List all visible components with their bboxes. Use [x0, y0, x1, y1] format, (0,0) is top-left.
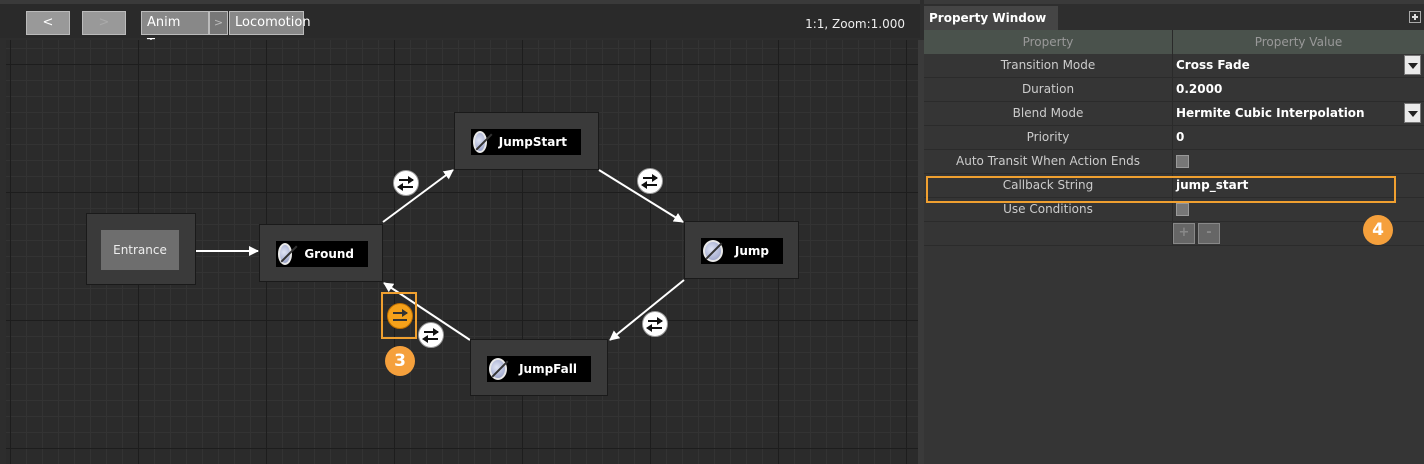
transition-mode-select[interactable]: Cross Fade — [1173, 54, 1424, 77]
property-window: Property Window Property Property Value … — [924, 0, 1424, 464]
state-label: JumpFall — [519, 362, 577, 376]
selected-transition-highlight — [381, 292, 417, 339]
property-name: Priority — [924, 126, 1173, 149]
arrow-tail-icon — [641, 181, 647, 189]
state-label: Ground — [304, 247, 354, 261]
state-header: Jump — [701, 238, 783, 264]
entrance-node[interactable]: Entrance — [86, 213, 196, 285]
state-icon — [473, 131, 487, 153]
state-icon — [703, 240, 723, 262]
priority-field[interactable]: 0 — [1176, 130, 1185, 144]
auto-transit-checkbox[interactable] — [1176, 155, 1189, 168]
arrow-tail-icon — [397, 183, 403, 191]
blend-mode-select[interactable]: Hermite Cubic Interpolation — [1173, 102, 1424, 125]
property-name: Transition Mode — [924, 54, 1173, 77]
state-header: JumpStart — [471, 129, 581, 155]
auto-transit-value — [1173, 150, 1424, 173]
state-icon — [278, 243, 293, 265]
duration-field[interactable]: 0.2000 — [1176, 82, 1223, 96]
property-row-auto-transit[interactable]: Auto Transit When Action Ends — [924, 150, 1424, 174]
state-node-ground[interactable]: Ground — [259, 224, 383, 282]
property-grid: Property Property Value Transition Mode … — [924, 30, 1424, 246]
property-name: Use Conditions — [924, 198, 1173, 221]
graph-editor: < > Anim Tree > Locomotion 1:1, Zoom:1.0… — [0, 0, 920, 464]
selected-transition-icon[interactable] — [387, 303, 413, 329]
condition-buttons: + - — [1173, 222, 1424, 245]
transition-icon-jumpstart-jump[interactable] — [637, 168, 663, 194]
callout-badge-3: 3 — [385, 346, 415, 376]
transition-icon-jumpfall-ground[interactable] — [418, 322, 444, 348]
property-name: Duration — [924, 78, 1173, 101]
arrow-tail-icon — [646, 324, 652, 332]
breadcrumb-separator: > — [209, 11, 228, 35]
state-header: Ground — [276, 241, 368, 267]
transition-icon-ground-jumpstart[interactable] — [393, 170, 419, 196]
property-row-use-conditions[interactable]: Use Conditions — [924, 198, 1424, 222]
property-name: Callback String — [924, 174, 1173, 197]
state-node-jumpfall[interactable]: JumpFall — [470, 339, 608, 396]
state-label: JumpStart — [498, 135, 567, 149]
property-row-callback-string[interactable]: Callback String jump_start — [924, 174, 1424, 198]
property-name: Blend Mode — [924, 102, 1173, 125]
back-button[interactable]: < — [26, 11, 70, 35]
property-column-header: Property — [924, 30, 1173, 54]
callback-string-field[interactable]: jump_start — [1176, 178, 1249, 192]
chevron-down-icon[interactable] — [1404, 55, 1421, 75]
transition-icon-jump-jumpfall[interactable] — [642, 311, 668, 337]
use-conditions-value — [1173, 198, 1424, 221]
remove-condition-button[interactable]: - — [1198, 223, 1220, 244]
property-row-priority[interactable]: Priority 0 — [924, 126, 1424, 150]
property-row-duration[interactable]: Duration 0.2000 — [924, 78, 1424, 102]
state-node-jump[interactable]: Jump — [684, 221, 799, 279]
chevron-down-icon[interactable] — [1404, 103, 1421, 123]
condition-buttons-row: + - — [924, 222, 1424, 246]
property-grid-header: Property Property Value — [924, 30, 1424, 54]
breadcrumb-locomotion[interactable]: Locomotion — [229, 11, 311, 35]
state-node-jumpstart[interactable]: JumpStart — [454, 112, 599, 170]
add-condition-button[interactable]: + — [1173, 223, 1195, 244]
zoom-readout: 1:1, Zoom:1.000 — [805, 17, 905, 31]
property-row-blend-mode[interactable]: Blend Mode Hermite Cubic Interpolation — [924, 102, 1424, 126]
state-header: JumpFall — [487, 356, 591, 382]
use-conditions-checkbox[interactable] — [1176, 203, 1189, 216]
entrance-label: Entrance — [101, 230, 179, 270]
dock-icon[interactable] — [1409, 11, 1421, 23]
property-value: Cross Fade — [1176, 58, 1250, 72]
property-name: Auto Transit When Action Ends — [924, 150, 1173, 173]
forward-button[interactable]: > — [82, 11, 126, 35]
state-label: Jump — [734, 244, 769, 258]
arrow-tail-icon — [422, 335, 428, 343]
canvas-divider[interactable] — [918, 40, 924, 464]
property-value: Hermite Cubic Interpolation — [1176, 106, 1365, 120]
value-column-header: Property Value — [1254, 35, 1343, 49]
callout-badge-4: 4 — [1363, 215, 1393, 245]
property-window-titlebar: Property Window — [924, 4, 1424, 30]
property-window-tab[interactable]: Property Window — [924, 6, 1058, 30]
empty-cell — [924, 222, 1173, 245]
state-icon — [489, 358, 508, 380]
property-row-transition-mode[interactable]: Transition Mode Cross Fade — [924, 54, 1424, 78]
breadcrumb-anim-tree[interactable]: Anim Tree — [141, 11, 209, 52]
graph-toolbar: < > Anim Tree > Locomotion 1:1, Zoom:1.0… — [0, 0, 920, 52]
